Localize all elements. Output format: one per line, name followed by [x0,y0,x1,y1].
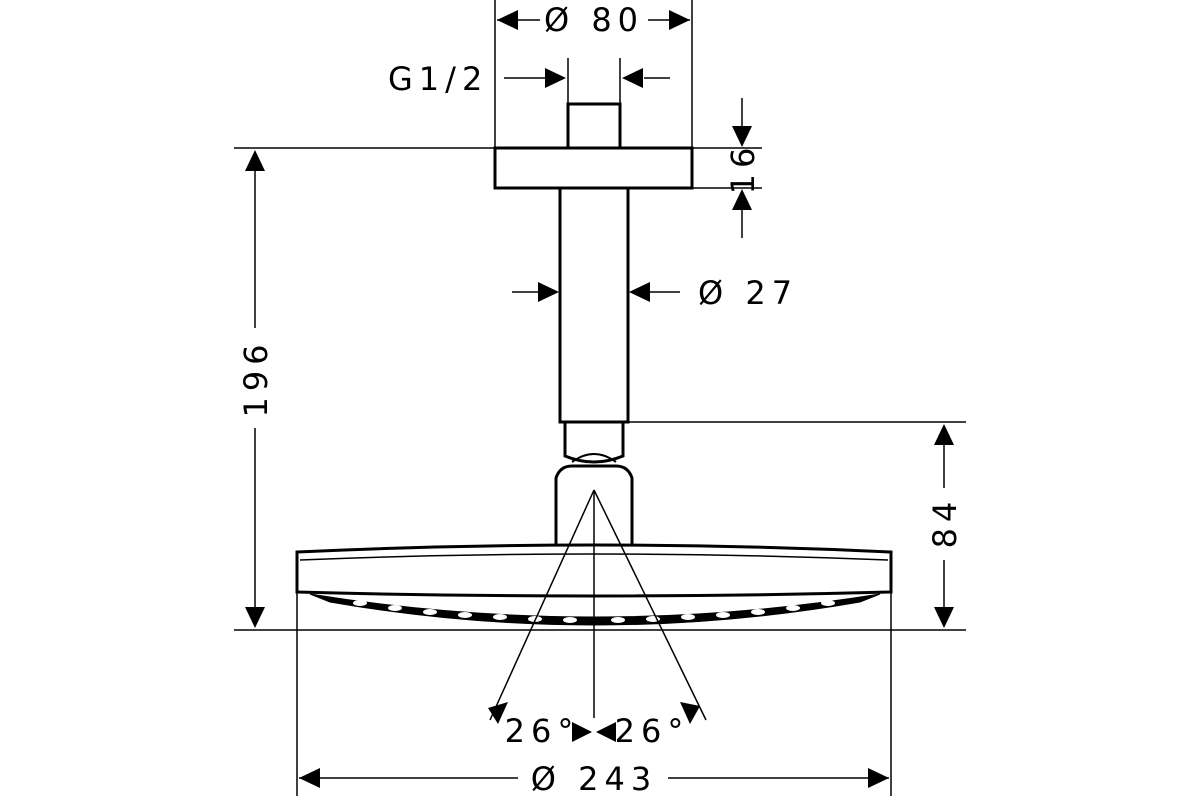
dim-angle-right: 26° [615,712,690,750]
dim-angle-left: 26° [505,712,580,750]
arrow-16-top [732,126,752,147]
arrow-84-bottom [934,607,954,628]
arrow-angle-left-outer [488,702,508,724]
dim-flange-diameter: Ø 80 [544,1,644,39]
dim-flange-height: 16 [724,142,762,195]
arrow-243-right [868,768,889,788]
arrow-196-top [245,150,265,171]
arrow-27-left [538,282,559,302]
spray-line-right [593,489,707,721]
arrow-angle-right-inner [596,722,616,742]
arrow-80-right [669,10,690,30]
arrow-16-bottom [732,189,752,210]
dim-total-height: 196 [237,338,275,417]
spray-line-left [489,489,595,721]
arrow-thread-left [545,68,566,88]
ceiling-flange [493,146,694,190]
arrow-angle-left-inner [572,722,592,742]
arrow-84-top [934,424,954,445]
dim-head-diameter: Ø 243 [531,760,657,798]
dim-head-height: 84 [926,496,964,549]
thread-stub [566,102,622,152]
arrow-angle-right-outer [680,702,700,724]
arrow-243-left [299,768,320,788]
dim-thread: G1/2 [388,60,488,98]
swivel-joint-upper [563,420,625,464]
arrow-27-right [629,282,650,302]
arrow-196-bottom [245,607,265,628]
arrow-80-left [497,10,518,30]
shower-arm-pipe [558,186,630,424]
dim-pipe-diameter: Ø 27 [698,274,798,312]
arrow-thread-right [622,68,643,88]
swivel-ball [571,453,617,463]
